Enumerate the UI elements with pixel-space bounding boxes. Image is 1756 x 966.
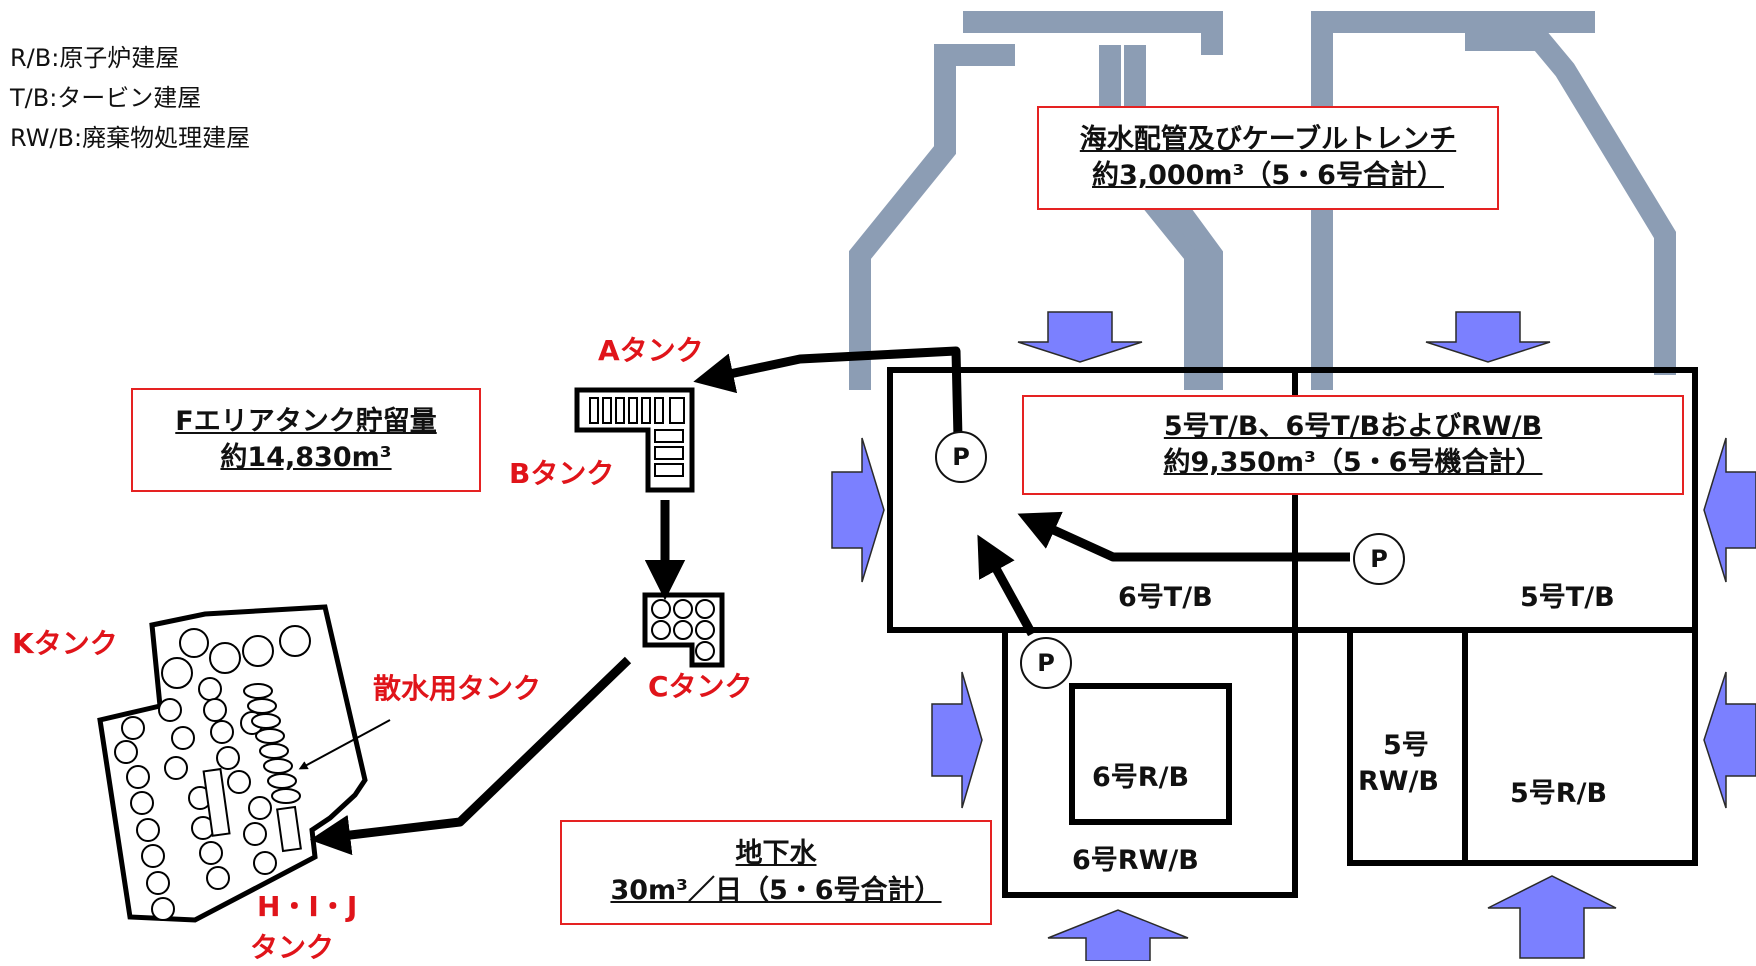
callout-seawater-volume: 約3,000m³（5・6号合計） <box>1092 160 1444 191</box>
label-tank-hij: H・I・J <box>257 890 358 923</box>
label-tank-hij-suffix: タンク <box>250 931 335 964</box>
label-unit5-tb: 5号T/B <box>1520 582 1615 613</box>
pump-unit6-rwb: P <box>1020 637 1072 689</box>
label-sprinkler-tank: 散水用タンク <box>373 672 542 705</box>
callout-f-area-volume: 約14,830m³ <box>220 442 392 473</box>
pump-unit6-tb: P <box>935 431 987 483</box>
inflow-arrow-top-right <box>1425 311 1551 363</box>
inflow-arrow-top-left <box>1017 311 1143 363</box>
callout-building-volume: 約9,350m³（5・6号機合計） <box>1163 447 1543 478</box>
inflow-arrows <box>831 311 1756 961</box>
label-unit6-tb: 6号T/B <box>1118 582 1213 613</box>
unit5-reactor-building <box>1465 627 1698 866</box>
callout-groundwater: 地下水 30m³／日（5・6号合計） <box>560 820 992 925</box>
flow-to-tank-a <box>693 346 963 439</box>
callout-f-area-title: Fエリアタンク貯留量 <box>175 405 437 437</box>
callout-building-water: 5号T/B、6号T/BおよびRW/B 約9,350m³（5・6号機合計） <box>1022 395 1684 495</box>
label-unit5-rwb-number: 5号 <box>1383 730 1429 761</box>
label-tank-a: Aタンク <box>598 334 704 367</box>
legend-rb: R/B:原子炉建屋 <box>10 44 180 72</box>
label-tank-c: Cタンク <box>648 670 753 703</box>
inflow-arrow-bottom-right <box>1487 875 1617 959</box>
callout-groundwater-title: 地下水 <box>735 838 817 870</box>
unit5-rw-building <box>1347 627 1468 866</box>
label-tank-b: Bタンク <box>509 457 615 490</box>
unit6-reactor-building <box>1069 683 1232 825</box>
callout-seawater-trench: 海水配管及びケーブルトレンチ 約3,000m³（5・6号合計） <box>1037 106 1499 210</box>
pump-unit5-tb: P <box>1353 533 1405 585</box>
transfer-flows <box>309 346 1350 856</box>
sprinkler-pointer <box>298 719 391 770</box>
tank-ab-group <box>574 387 695 493</box>
tank-c-group <box>642 592 725 668</box>
buildings <box>887 367 1698 898</box>
legend-tb: T/B:タービン建屋 <box>10 84 202 112</box>
label-unit6-rwb: 6号RW/B <box>1072 845 1199 876</box>
inflow-arrow-bottom-left <box>1047 909 1189 961</box>
inflow-arrow-left-lower <box>931 671 983 809</box>
flow-tank-c-to-hij <box>309 656 632 856</box>
label-unit5-rb: 5号R/B <box>1510 778 1608 809</box>
unit6-rw-building <box>1002 630 1298 898</box>
inflow-arrow-right-lower <box>1703 671 1756 809</box>
callout-f-area-storage: Fエリアタンク貯留量 約14,830m³ <box>131 388 481 492</box>
label-unit6-rb: 6号R/B <box>1092 762 1190 793</box>
inflow-arrow-left-upper <box>831 437 885 583</box>
flow-unit6rw-to-unit6tb <box>977 534 1036 637</box>
label-unit5-rwb: RW/B <box>1358 766 1440 797</box>
callout-building-title: 5号T/B、6号T/BおよびRW/B <box>1163 410 1543 442</box>
callout-seawater-title: 海水配管及びケーブルトレンチ <box>1079 123 1457 155</box>
flow-unit5-to-unit6 <box>1017 511 1350 562</box>
inflow-arrow-right-upper <box>1703 437 1756 583</box>
callout-groundwater-rate: 30m³／日（5・6号合計） <box>610 874 942 906</box>
tank-farm-hijk <box>97 604 368 923</box>
label-tank-k: Kタンク <box>12 627 118 660</box>
legend-rwb: RW/B:廃棄物処理建屋 <box>10 124 251 152</box>
